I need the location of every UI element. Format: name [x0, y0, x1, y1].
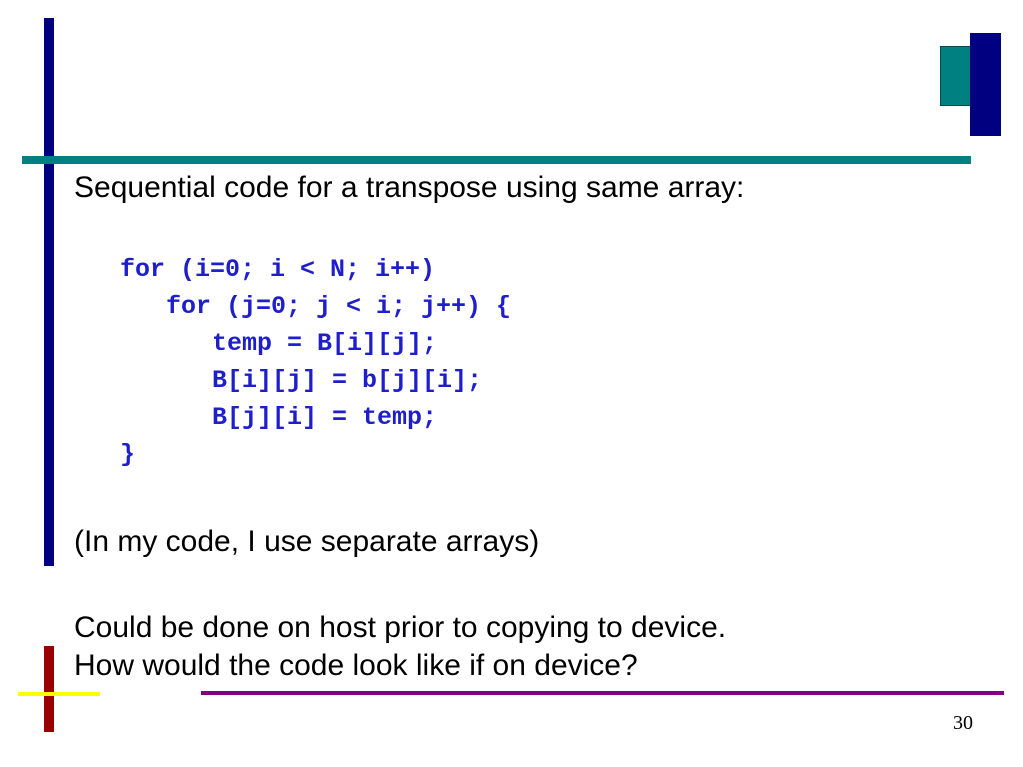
code-line: } — [120, 440, 136, 469]
top-horizontal-rule — [22, 156, 971, 164]
note-text: (In my code, I use separate arrays) — [74, 525, 540, 558]
left-vertical-bar — [44, 18, 54, 566]
bottom-purple-rule — [201, 691, 1004, 695]
code-line: for (i=0; i < N; i++) — [120, 255, 436, 284]
code-line: for (j=0; j < i; j++) { — [166, 292, 512, 321]
code-line: temp = B[i][j]; — [212, 329, 438, 358]
code-line: B[i][j] = b[j][i]; — [212, 366, 483, 395]
code-line: B[j][i] = temp; — [212, 403, 438, 432]
intro-text: Sequential code for a transpose using sa… — [74, 171, 745, 204]
question-line-1: Could be done on host prior to copying t… — [74, 611, 727, 644]
page-number: 30 — [953, 712, 973, 734]
question-line-2: How would the code look like if on devic… — [74, 649, 638, 682]
bottom-red-vertical-bar — [44, 646, 54, 732]
corner-navy-rectangle — [970, 33, 1001, 136]
bottom-yellow-rule — [18, 692, 100, 696]
